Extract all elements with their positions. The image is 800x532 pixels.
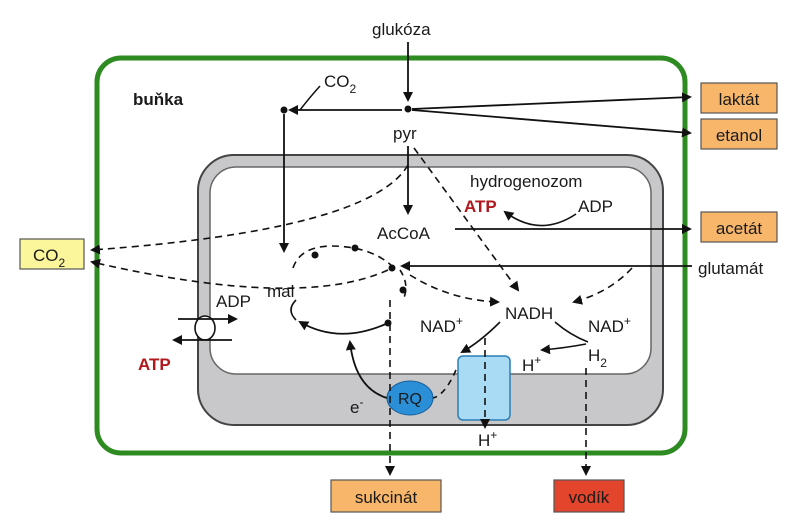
malic-node — [280, 106, 288, 114]
nadh-to-nad-left-curve — [460, 321, 501, 353]
cell-membrane — [94, 55, 688, 456]
cycle-node-2 — [351, 244, 359, 252]
proton-transporter — [457, 355, 511, 421]
acetate-box — [700, 211, 778, 243]
acetate-label: acetát — [716, 219, 763, 238]
atp-top-label: ATP — [464, 197, 497, 216]
accoa-label: AcCoA — [377, 224, 431, 243]
cycle-top-dashed — [292, 245, 393, 269]
nadh-label: NADH — [505, 304, 553, 323]
nad-right-label: NAD+ — [588, 314, 631, 336]
lactate-label: laktát — [719, 90, 760, 109]
transporter-to-rq-dashed — [432, 369, 457, 399]
adp-top-label: ADP — [578, 197, 613, 216]
glutamate-to-nadh-dashed — [572, 267, 633, 305]
hydrogenosome-inner — [209, 166, 652, 375]
h-plus-inner-label: H+ — [522, 353, 541, 375]
cycle-bottom-solid — [298, 321, 389, 335]
ethanol-label: etanol — [716, 126, 762, 145]
malate-label: mal — [267, 282, 294, 301]
ethanol-box — [700, 118, 778, 150]
nadh-to-nad-right-curve — [554, 321, 589, 343]
succinate-box — [330, 479, 442, 513]
nad-left-label: NAD+ — [420, 314, 463, 336]
hydrogenosome-label: hydrogenozom — [470, 172, 582, 191]
electron-flow-curve — [345, 340, 388, 399]
cycle-node-3 — [388, 264, 396, 272]
glucose-label: glukóza — [372, 20, 431, 39]
h-plus-bottom-label: H+ — [478, 428, 497, 450]
cycle-left-arc — [290, 299, 297, 321]
adp-atp-curve — [503, 210, 577, 227]
electron-label: e- — [350, 395, 363, 417]
cell-label: buňka — [133, 90, 184, 109]
h2-label: H2 — [588, 346, 607, 370]
lactate-box — [700, 82, 778, 114]
co2-export-box — [19, 238, 85, 270]
co2-export-label: CO2 — [33, 246, 66, 270]
cycle-dashed-right — [399, 269, 407, 301]
cycle-node-4 — [399, 286, 407, 294]
h-plus-to-h2-curve — [540, 343, 587, 355]
hydrogen-box — [553, 479, 625, 513]
to-ethanol-arrow — [411, 109, 692, 138]
cycle-node-1 — [311, 251, 319, 259]
rq-label: RQ — [398, 391, 422, 408]
co2-top-label: CO2 — [324, 72, 357, 96]
succinate-label: sukcinát — [355, 488, 418, 507]
pyruvate-node — [404, 105, 412, 113]
cycle-to-co2-dashed — [90, 258, 389, 289]
adp-left-label: ADP — [216, 292, 251, 311]
to-lactate-arrow — [411, 92, 692, 110]
atp-left-label: ATP — [138, 355, 171, 374]
hydrogen-label: vodík — [569, 488, 610, 507]
co2-release-curve — [299, 85, 321, 111]
pyruvate-label: pyr — [393, 124, 417, 143]
glutamate-label: glutamát — [698, 259, 763, 278]
pyr-to-co2-dashed — [90, 164, 409, 255]
